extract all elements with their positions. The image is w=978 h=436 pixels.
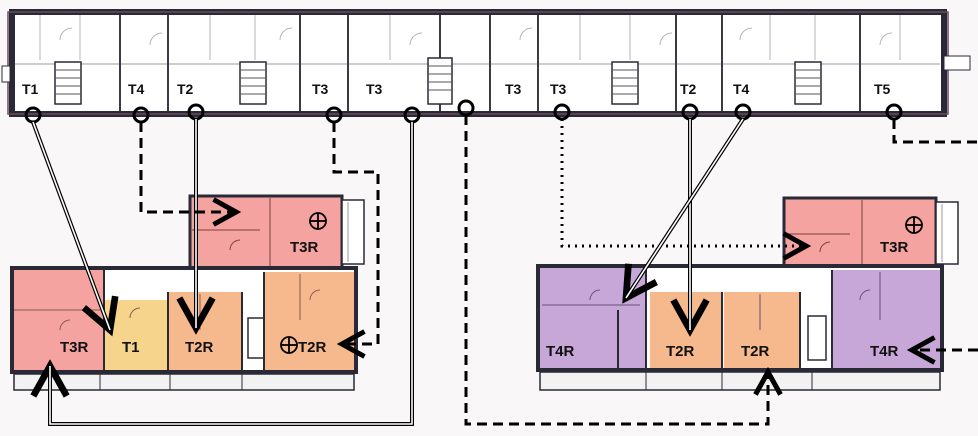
right-building xyxy=(536,196,959,391)
top-label-t4: T4 xyxy=(128,81,145,97)
left-unit-label-3: T2R xyxy=(185,339,214,356)
top-label-t3: T3 xyxy=(550,81,567,97)
top-label-t5: T5 xyxy=(874,81,891,97)
right-unit-label-3: T2R xyxy=(741,343,770,360)
top-label-t2: T2 xyxy=(177,81,194,97)
right-unit-label-1: T4R xyxy=(546,343,575,360)
top-label-t3: T3 xyxy=(366,81,383,97)
connection-lines xyxy=(33,115,978,426)
right-upper-unit-label: T3R xyxy=(880,239,909,256)
right-unit-label-2: T2R xyxy=(666,343,695,360)
top-label-t3: T3 xyxy=(505,81,522,97)
top-label-t2: T2 xyxy=(680,81,697,97)
left-unit-label-4: T2R xyxy=(298,339,327,356)
left-unit-label-2: T1 xyxy=(122,339,140,356)
left-unit-label-1: T3R xyxy=(60,339,89,356)
left-upper-unit-label: T3R xyxy=(290,239,319,256)
right-unit-label-4: T4R xyxy=(870,343,899,360)
top-label-t3: T3 xyxy=(312,81,329,97)
top-label-t4: T4 xyxy=(733,81,750,97)
top-floor-plan xyxy=(1,9,971,117)
top-label-t1: T1 xyxy=(22,81,39,97)
